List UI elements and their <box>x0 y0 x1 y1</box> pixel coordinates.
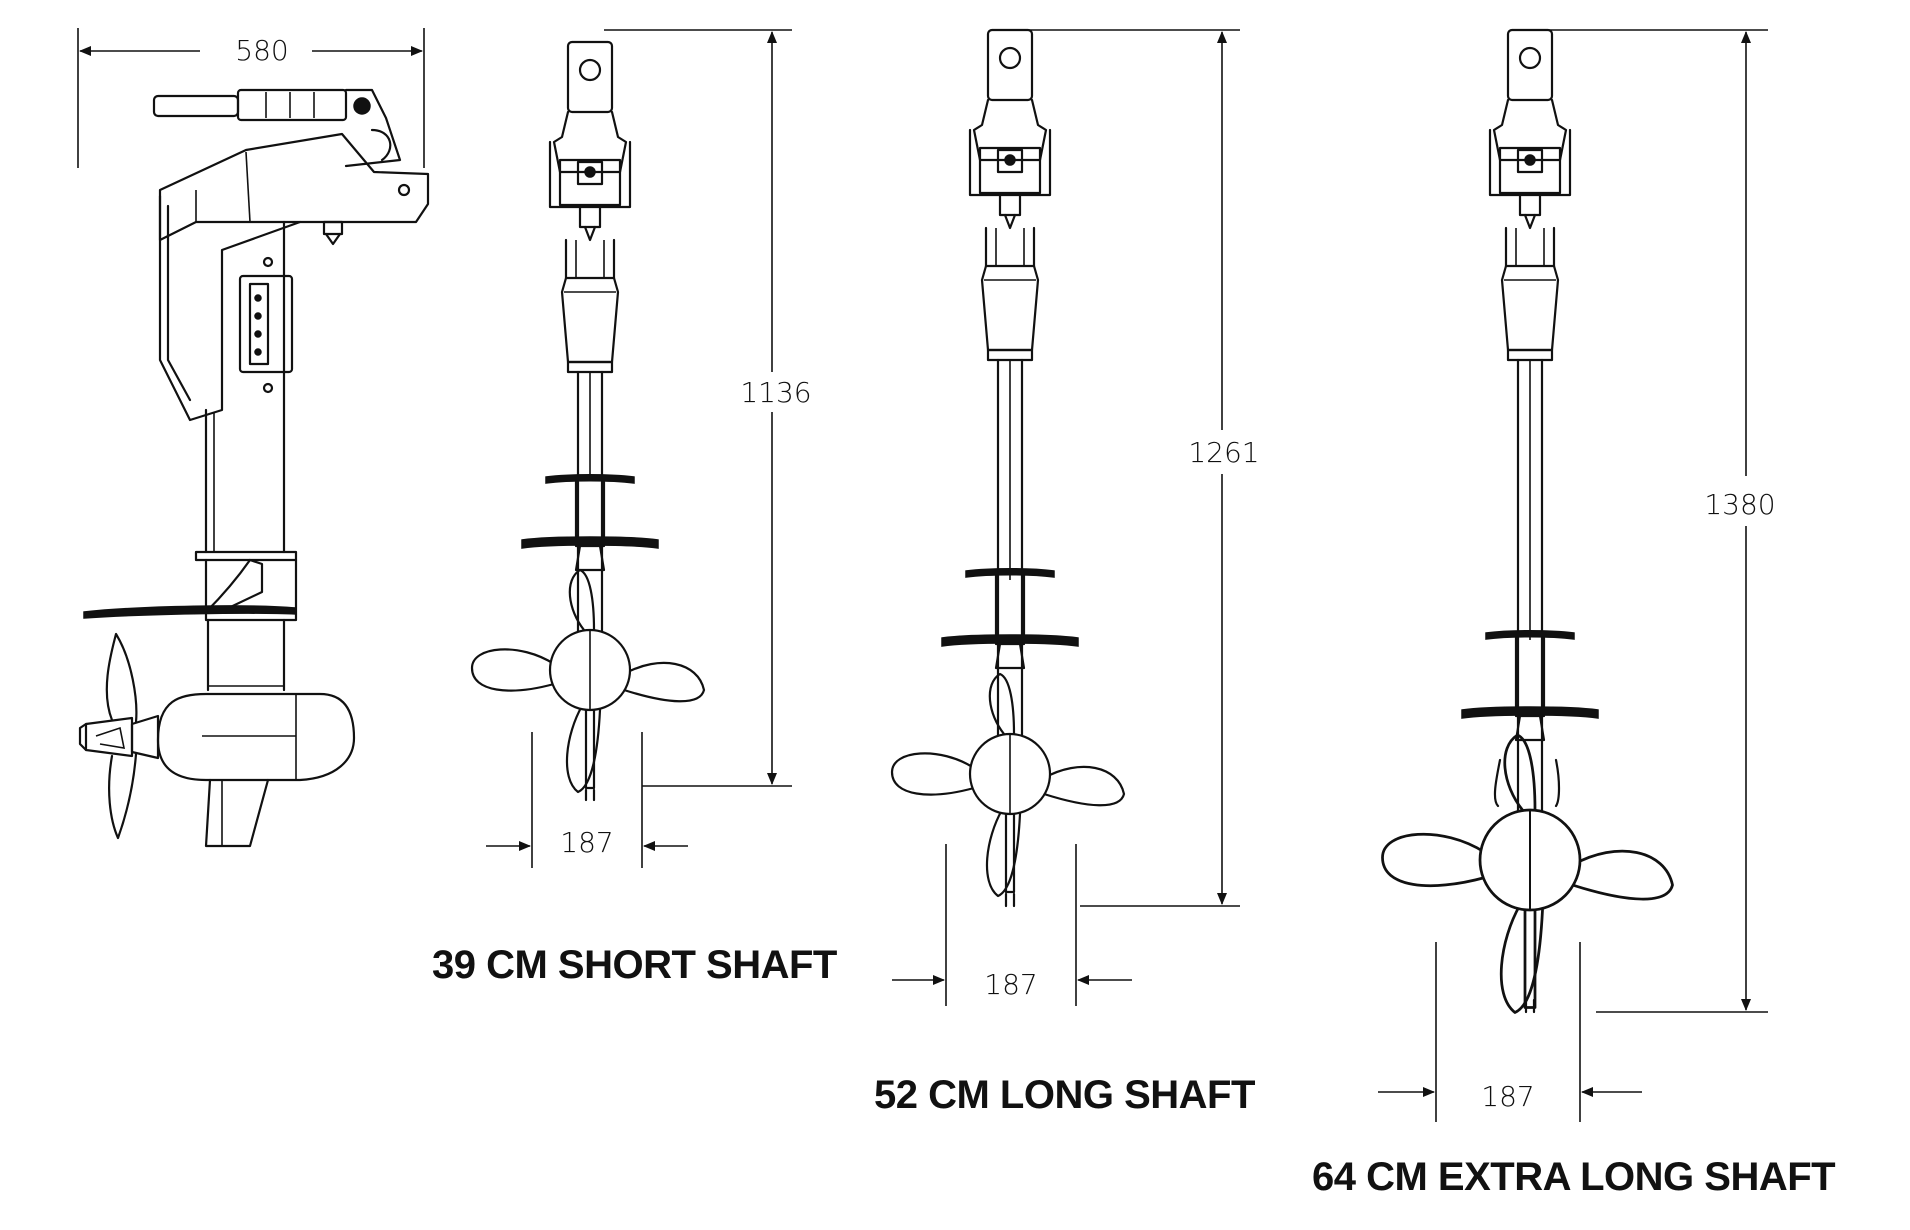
short-height-label: 1136 <box>740 376 811 409</box>
short-shaft-dimensions <box>486 29 792 868</box>
short-width-label: 187 <box>560 826 613 859</box>
side-width-label: 580 <box>235 34 288 67</box>
long-shaft-caption: 52 CM LONG SHAFT <box>874 1073 1255 1117</box>
long-shaft-front-view <box>890 28 1126 908</box>
short-shaft-front-view <box>470 40 706 802</box>
extra-long-shaft-dimensions <box>1378 29 1768 1122</box>
short-shaft-caption: 39 CM SHORT SHAFT <box>432 943 837 987</box>
extra-long-shaft-front-view <box>1381 28 1674 1014</box>
xlong-width-label: 187 <box>1481 1080 1534 1113</box>
extra-long-shaft-caption: 64 CM EXTRA LONG SHAFT <box>1312 1155 1835 1199</box>
xlong-height-label: 1380 <box>1704 488 1775 521</box>
long-width-label: 187 <box>984 968 1037 1001</box>
side-view-motor <box>77 28 430 848</box>
long-shaft-dimensions <box>892 29 1240 1006</box>
long-height-label: 1261 <box>1188 436 1259 469</box>
